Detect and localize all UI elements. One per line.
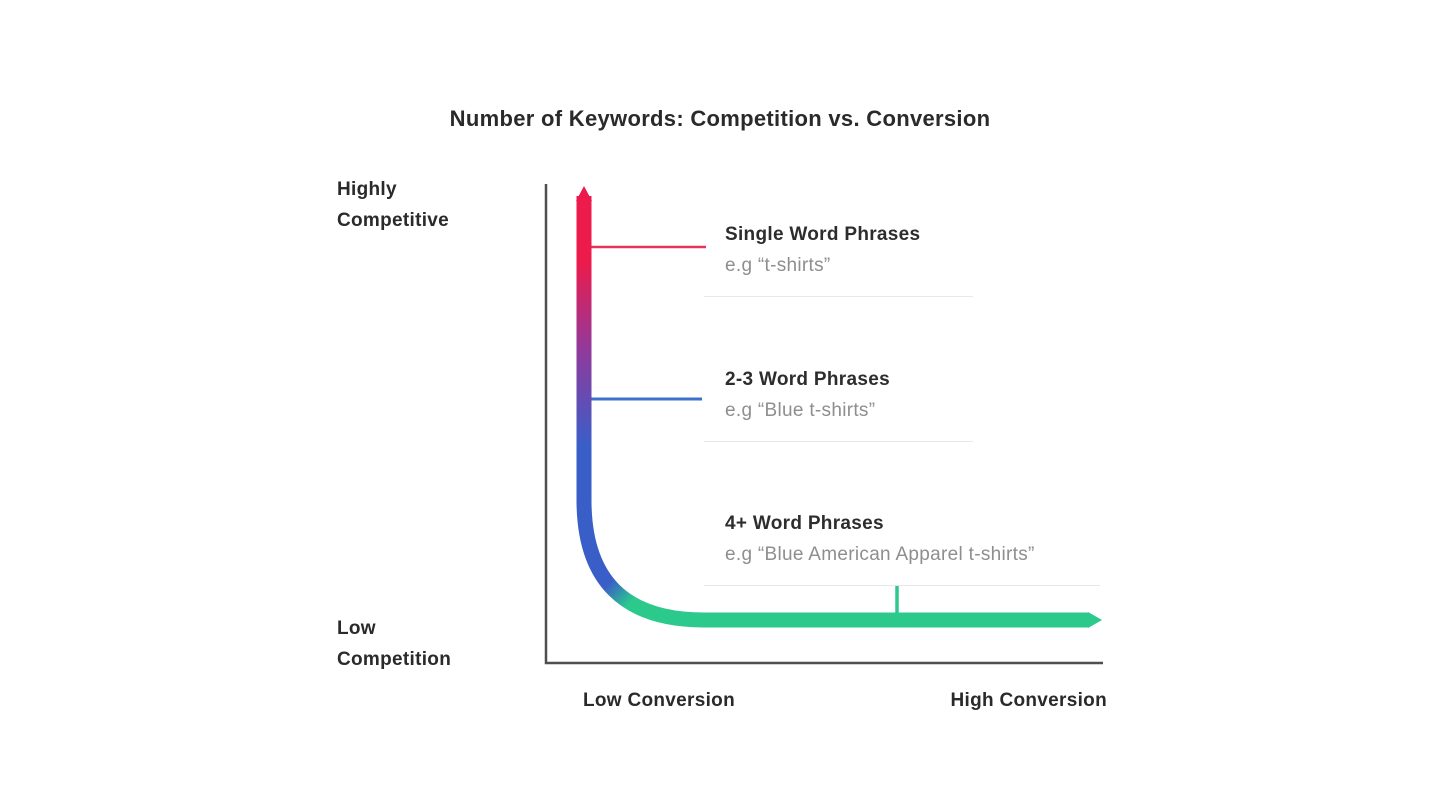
annotation-example: e.g “t-shirts” <box>725 255 831 276</box>
axis-lines <box>544 184 1103 665</box>
annotation-title: 4+ Word Phrases <box>725 513 884 534</box>
annotation-divider <box>704 296 973 297</box>
y-axis-label-low-line1: Low <box>337 618 376 639</box>
curve-arrow-up-icon <box>576 186 592 201</box>
x-axis-label-low-conversion: Low Conversion <box>583 690 735 711</box>
chart-title: Number of Keywords: Competition vs. Conv… <box>449 106 991 131</box>
annotation-single-word-phrases: Single Word Phrases e.g “t-shirts” <box>725 224 920 277</box>
annotation-title: Single Word Phrases <box>725 224 921 245</box>
annotation-example: e.g “Blue t-shirts” <box>725 400 876 421</box>
x-axis-label-high-conversion: High Conversion <box>950 690 1107 711</box>
y-axis-label-high: Highly Competitive <box>337 174 449 236</box>
y-axis-label-high-line1: Highly <box>337 179 397 200</box>
annotation-divider <box>704 441 973 442</box>
y-axis-label-low-line2: Competition <box>337 649 452 670</box>
annotation-four-plus-word-phrases: 4+ Word Phrases e.g “Blue American Appar… <box>725 513 1035 566</box>
curve-arrow-right-icon <box>1088 612 1102 628</box>
y-axis-label-low: Low Competition <box>337 613 451 675</box>
annotation-divider <box>704 585 1100 586</box>
annotation-example: e.g “Blue American Apparel t-shirts” <box>725 544 1035 565</box>
curve-corner-segment <box>576 499 705 628</box>
annotation-two-three-word-phrases: 2-3 Word Phrases e.g “Blue t-shirts” <box>725 369 890 422</box>
y-axis-label-high-line2: Competitive <box>337 210 450 231</box>
annotation-title: 2-3 Word Phrases <box>725 369 890 390</box>
